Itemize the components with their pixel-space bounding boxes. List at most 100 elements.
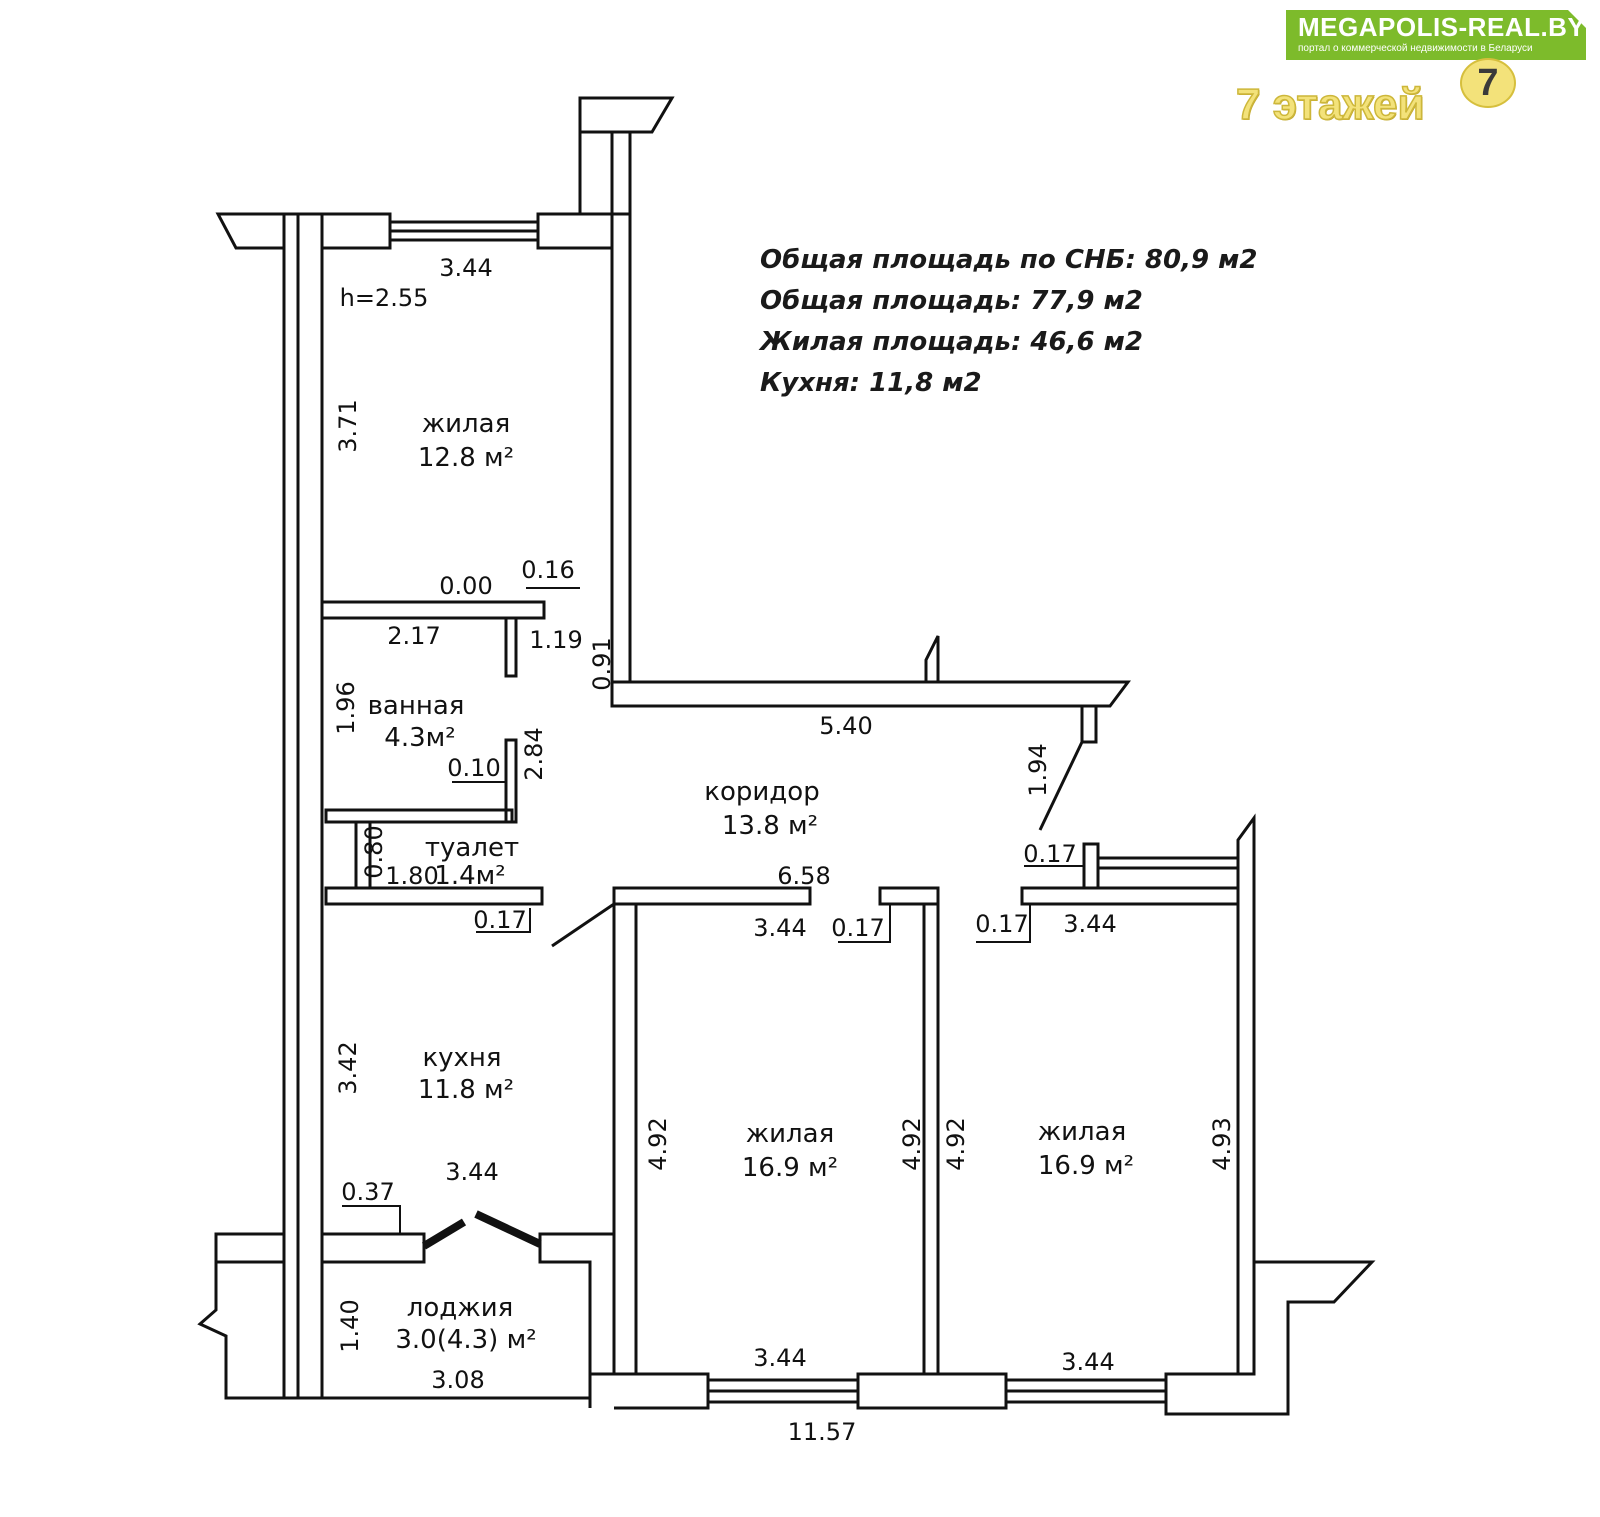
- room-labels: жилая 12.8 м² ванная 4.3м² туалет 1.4м² …: [368, 409, 1135, 1355]
- dim-658: 6.58: [777, 862, 830, 890]
- dim-308: 3.08: [431, 1366, 484, 1394]
- logo-text: 7 этажей: [1235, 79, 1425, 130]
- dim-344e: 3.44: [1061, 1348, 1114, 1376]
- dim-top-width: 3.44: [439, 254, 492, 282]
- logo-seven-icon: 7: [1460, 58, 1516, 108]
- partition-toilet-top: [324, 808, 514, 824]
- loggia-door-left: [421, 1218, 467, 1250]
- dim-1157: 11.57: [788, 1418, 857, 1446]
- shaft-top: [578, 96, 675, 216]
- area-summary: Общая площадь по СНБ: 80,9 м2 Общая площ…: [760, 240, 1257, 404]
- dim-top-height: 3.71: [334, 399, 362, 452]
- dim-344d: 3.44: [753, 1344, 806, 1372]
- leader-017b: [838, 904, 891, 943]
- summary-total-snb: Общая площадь по СНБ: 80,9 м2: [760, 245, 1258, 275]
- partition-stub: [504, 616, 518, 678]
- leader-017c: [976, 904, 1031, 943]
- room-area-corridor: 13.8 м²: [722, 811, 818, 841]
- mid-room-left-wall: [612, 902, 638, 1376]
- right-room-shelf: [1096, 856, 1240, 870]
- right-room-stub: [1082, 842, 1100, 890]
- dim-091: 0.91: [588, 637, 616, 690]
- left-inner-wall: [296, 212, 324, 1400]
- dim-284: 2.84: [520, 727, 548, 780]
- dim-217: 2.17: [387, 622, 440, 650]
- bottom-wall-seg1: [614, 1372, 710, 1410]
- room-name-kitchen: кухня: [422, 1043, 501, 1073]
- mid-room-top-wall: [612, 886, 812, 906]
- corridor-top-wall: [610, 680, 1131, 708]
- partition-kitchen-top: [324, 886, 544, 906]
- room-name-living-top: жилая: [422, 409, 511, 439]
- summary-total: Общая площадь: 77,9 м2: [760, 286, 1143, 316]
- room-name-bath: ванная: [368, 691, 465, 721]
- dimension-labels: 3.44 h=2.55 3.71 0.00 0.16 2.17 1.19 0.9…: [332, 254, 1236, 1446]
- dim-017a: 0.17: [473, 906, 526, 934]
- room-area-living-top: 12.8 м²: [418, 443, 514, 473]
- loggia-outer-stub: [214, 1232, 286, 1264]
- dim-119: 1.19: [529, 626, 582, 654]
- right-outer-wall: [1236, 813, 1256, 1376]
- room-name-loggia: лоджия: [407, 1293, 513, 1323]
- loggia-wall-left: [320, 1232, 426, 1264]
- loggia-door-right: [474, 1210, 542, 1248]
- mid-room-top-right-stub: [878, 886, 940, 906]
- top-wall-right: [536, 212, 614, 250]
- room-name-living-mid: жилая: [746, 1119, 835, 1149]
- bottom-wall-seg2: [856, 1372, 1008, 1410]
- leader-017a: [476, 908, 531, 933]
- partition-bath-top: [320, 600, 546, 620]
- top-wall-left: [320, 212, 392, 250]
- walls: [197, 96, 1376, 1416]
- dim-010: 0.10: [447, 754, 500, 782]
- corridor-right-stub: [1080, 704, 1098, 744]
- dim-194: 1.94: [1024, 743, 1052, 796]
- dim-344c: 3.44: [445, 1158, 498, 1186]
- site-tagline: портал о коммерческой недвижимости в Бел…: [1298, 43, 1533, 54]
- dim-017d: 0.17: [1023, 840, 1076, 868]
- room-name-corridor: коридор: [704, 777, 819, 807]
- room-area-kitchen: 11.8 м²: [418, 1075, 514, 1105]
- ceiling-height: h=2.55: [340, 284, 429, 312]
- leader-037: [342, 1205, 401, 1234]
- summary-kitchen: Кухня: 11,8 м2: [760, 368, 982, 398]
- dim-344a: 3.44: [753, 914, 806, 942]
- summary-living: Жилая площадь: 46,6 м2: [760, 327, 1143, 357]
- dim-017b: 0.17: [831, 914, 884, 942]
- mid-right-wall: [922, 902, 940, 1376]
- wall-stub: [924, 635, 940, 682]
- dim-196: 1.96: [332, 681, 360, 734]
- dim-080: 0.80: [360, 825, 388, 878]
- dim-493: 4.93: [1208, 1117, 1236, 1170]
- dim-016: 0.16: [521, 556, 574, 584]
- loggia-break-line: [197, 1234, 284, 1400]
- site-name: MEGAPOLIS-REAL.BY: [1298, 12, 1586, 42]
- dim-344b: 3.44: [1063, 910, 1116, 938]
- dim-180: 1.80: [385, 862, 438, 890]
- dim-140: 1.40: [336, 1299, 364, 1352]
- bottom-right-wall: [1164, 1260, 1376, 1416]
- room-name-living-right: жилая: [1038, 1117, 1127, 1147]
- dimension-leaders: [342, 587, 1084, 1234]
- badge-corner-fold: [1568, 10, 1586, 28]
- dim-017c: 0.17: [975, 910, 1028, 938]
- door-swing-right: [1038, 741, 1084, 831]
- room-area-toilet: 1.4м²: [434, 861, 505, 891]
- dim-540: 5.40: [819, 712, 872, 740]
- dim-037: 0.37: [341, 1178, 394, 1206]
- dim-492a: 4.92: [644, 1117, 672, 1170]
- dim-342: 3.42: [334, 1041, 362, 1094]
- right-room-top-wall: [1020, 886, 1240, 906]
- door-swing-kitchen: [551, 902, 615, 948]
- dim-000: 0.00: [439, 572, 492, 600]
- loggia-wall-right: [538, 1232, 616, 1376]
- room-area-living-mid: 16.9 м²: [742, 1153, 838, 1183]
- room-name-toilet: туалет: [425, 833, 519, 863]
- room-area-loggia: 3.0(4.3) м²: [395, 1325, 536, 1355]
- room-area-bath: 4.3м²: [384, 723, 455, 753]
- site-badge[interactable]: MEGAPOLIS-REAL.BY портал о коммерческой …: [1286, 10, 1586, 60]
- left-top-wall-stub: [215, 212, 286, 250]
- dim-492c: 4.92: [942, 1117, 970, 1170]
- dim-492b: 4.92: [898, 1117, 926, 1170]
